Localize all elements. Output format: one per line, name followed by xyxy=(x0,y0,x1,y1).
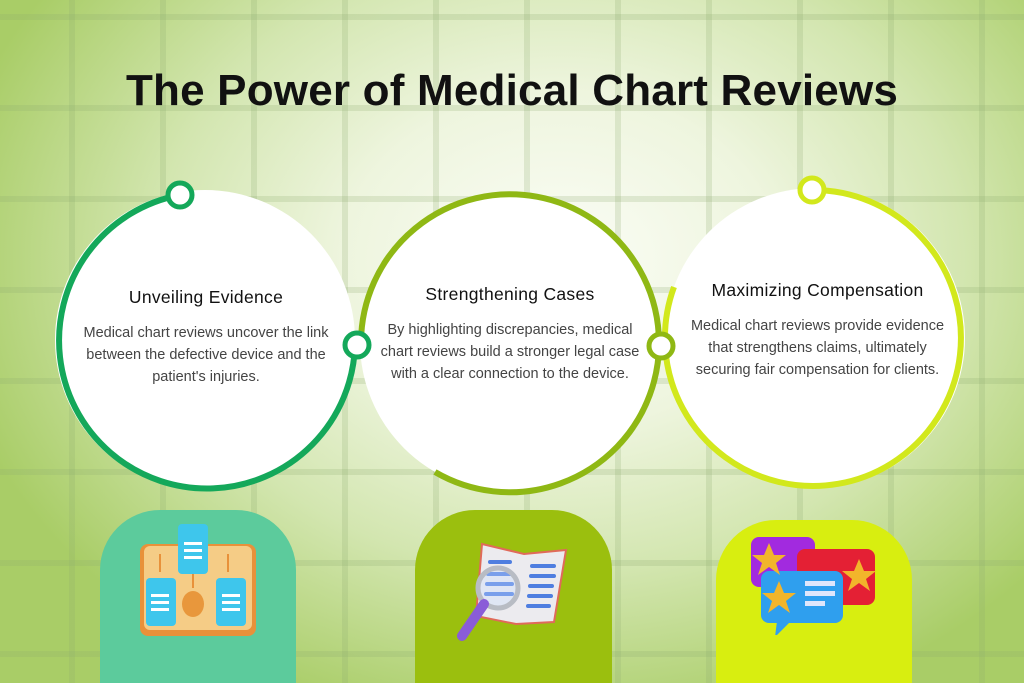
circle-3 xyxy=(665,188,965,488)
ring-3 xyxy=(661,186,964,489)
step-3-text: Medical chart reviews provide evidence t… xyxy=(690,318,945,378)
step-2-text: By highlighting discrepancies, medical c… xyxy=(380,322,640,382)
circle-2 xyxy=(360,192,660,492)
ring-1 xyxy=(56,192,358,492)
rating-chat-icon xyxy=(751,537,876,635)
step-3: Maximizing Compensation Medical chart re… xyxy=(680,280,955,381)
ring-1-right-dot xyxy=(342,330,372,360)
step-1: Unveiling Evidence Medical chart reviews… xyxy=(76,287,336,388)
flowchart-icon xyxy=(140,524,256,636)
step-1-heading: Unveiling Evidence xyxy=(128,287,284,307)
ring-2-right-dot xyxy=(646,331,676,361)
card-2 xyxy=(415,510,612,683)
ring-3-top-dot xyxy=(797,175,827,205)
page-title: The Power of Medical Chart Reviews xyxy=(125,66,899,115)
step-2: Strengthening Cases By highlighting disc… xyxy=(380,284,640,385)
step-2-heading: Strengthening Cases xyxy=(425,284,595,304)
step-3-heading: Maximizing Compensation xyxy=(711,280,924,300)
ring-1-top-dot xyxy=(165,180,195,210)
card-3 xyxy=(716,520,912,683)
book-magnifier-icon xyxy=(456,542,567,641)
step-1-text: Medical chart reviews uncover the link b… xyxy=(83,325,329,385)
card-1 xyxy=(100,510,296,683)
circle-1 xyxy=(55,190,355,490)
ring-2 xyxy=(358,191,662,496)
